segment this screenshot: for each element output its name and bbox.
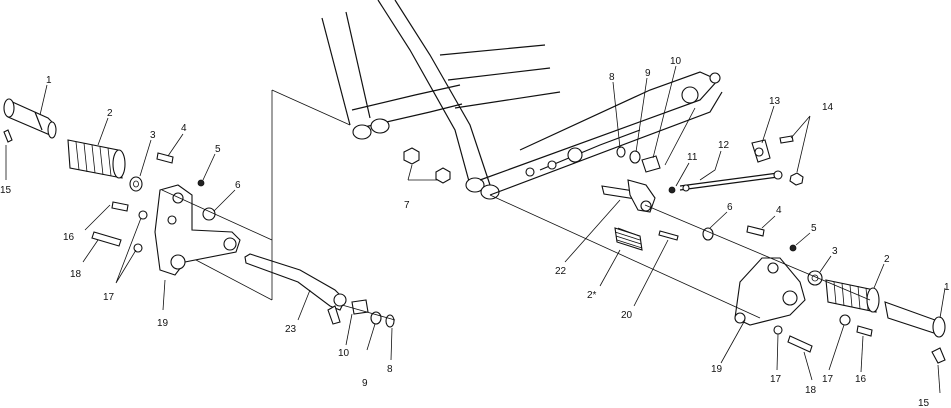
clevis-13: [751, 139, 771, 163]
label-4-right: 4: [776, 205, 782, 216]
detent-5-left: [197, 179, 205, 187]
washer-17a-right: [773, 325, 783, 335]
pin-1-left: [3, 98, 57, 139]
spring-21: [614, 227, 643, 251]
detent-5-right: [789, 244, 797, 252]
brake-pivot-22: [601, 179, 656, 213]
label-16-right: 16: [855, 374, 867, 385]
left-guide-lines: [161, 89, 396, 321]
clip-8-left: [385, 314, 395, 328]
label-19-left: 19: [157, 318, 169, 329]
label-6-left: 6: [235, 180, 241, 191]
label-17-right-b: 17: [822, 374, 834, 385]
nut-7-group: [403, 147, 451, 184]
label-19-right: 19: [711, 364, 723, 375]
bracket-19-right: [734, 257, 806, 326]
cotter-pin-15-right: [931, 347, 946, 364]
pin-4-left: [156, 152, 174, 164]
label-23: 23: [285, 324, 297, 335]
bracket-19-left: [154, 184, 241, 276]
pin-1-right: [884, 301, 946, 338]
label-2-left: 2: [107, 108, 113, 119]
clip-8-top: [616, 146, 626, 158]
label-5-left: 5: [215, 144, 221, 155]
label-15-right: 15: [918, 398, 930, 408]
bolt-16-right: [856, 325, 873, 337]
washer-3-left: [129, 176, 143, 192]
frame-bracket-right: [479, 71, 723, 196]
label-4-left: 4: [181, 123, 187, 134]
washer-3-right: [807, 270, 823, 286]
right-footpeg-assembly: [601, 135, 946, 364]
bolt-18-right: [787, 335, 813, 353]
label-8-top: 8: [609, 72, 615, 83]
label-16-left: 16: [63, 232, 75, 243]
footpeg-rubber-2-left: [67, 139, 126, 179]
label-22: 22: [555, 266, 567, 277]
label-17-right-a: 17: [770, 374, 782, 385]
label-9-top: 9: [645, 68, 651, 79]
link-rod-12: [679, 170, 783, 192]
pin-4-right: [746, 225, 765, 237]
washer-17b-right: [839, 314, 851, 326]
label-6-right: 6: [727, 202, 733, 213]
label-11: 11: [687, 152, 698, 163]
label-10-top: 10: [670, 56, 682, 67]
label-20: 20: [621, 310, 633, 321]
shift-lever-23: [244, 253, 347, 325]
nut-14: [789, 172, 804, 186]
washer-9-top: [629, 150, 641, 164]
label-15-left: 15: [0, 185, 12, 196]
washer-17a-left: [138, 210, 148, 220]
label-8-left: 8: [387, 364, 393, 375]
bolt-16-left: [111, 201, 129, 212]
label-18-right: 18: [805, 385, 817, 396]
right-guide-lines: [489, 107, 871, 319]
frame-tubes: [321, 0, 561, 200]
label-10-left: 10: [338, 348, 350, 359]
bolt-18-left: [91, 231, 122, 247]
label-13: 13: [769, 96, 781, 107]
cotter-pin-15-left: [3, 129, 13, 143]
label-1-right: 1: [944, 282, 950, 293]
label-2-right: 2: [884, 254, 890, 265]
label-3-right: 3: [832, 246, 838, 257]
callout-labels: 1 2 3 4 5 6 15 16 18 17 19 23 10 9 8 7 8…: [0, 56, 950, 408]
bushing-10-top: [641, 155, 661, 173]
label-1-left: 1: [46, 75, 52, 86]
bolt-14: [779, 135, 794, 144]
left-footpeg-assembly: [3, 98, 395, 328]
leader-lines: [5, 65, 946, 394]
label-21: 2*: [587, 290, 597, 301]
label-3-left: 3: [150, 130, 156, 141]
label-7: 7: [404, 200, 410, 211]
label-17-left: 17: [103, 292, 115, 303]
label-9-left: 9: [362, 378, 368, 389]
label-12: 12: [718, 140, 730, 151]
nut-11: [668, 186, 676, 194]
footpeg-rubber-2-right: [825, 279, 880, 313]
label-14: 14: [822, 102, 834, 113]
label-5-right: 5: [811, 223, 817, 234]
label-18-left: 18: [70, 269, 82, 280]
pin-20: [658, 230, 679, 241]
